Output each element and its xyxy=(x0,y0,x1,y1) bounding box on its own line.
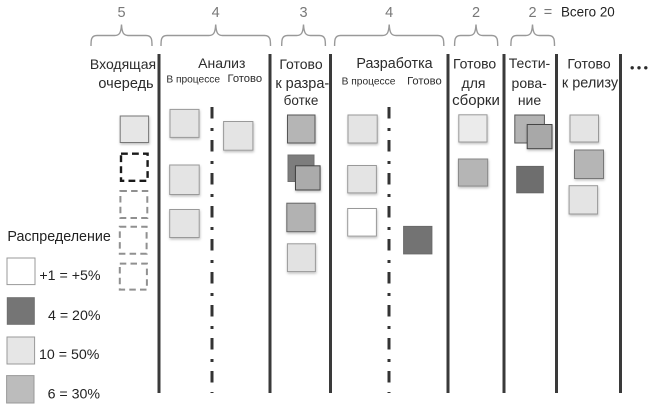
svg-text:ботке: ботке xyxy=(284,93,319,108)
svg-text:Готово: Готово xyxy=(407,75,442,87)
svg-text:Распределение: Распределение xyxy=(7,229,110,245)
svg-text:Готово: Готово xyxy=(453,56,496,72)
svg-text:Всего 20: Всего 20 xyxy=(561,5,615,20)
svg-text:6 = 30%: 6 = 30% xyxy=(48,387,101,403)
svg-text:2: 2 xyxy=(472,5,480,21)
svg-text:ние: ние xyxy=(518,92,542,108)
svg-text:рова-: рова- xyxy=(512,75,548,91)
svg-text:Готово: Готово xyxy=(228,73,263,85)
svg-text:10 = 50%: 10 = 50% xyxy=(39,347,100,363)
svg-text:Готово: Готово xyxy=(567,56,610,72)
svg-text:Анализ: Анализ xyxy=(198,55,245,71)
svg-text:очередь: очередь xyxy=(98,76,153,92)
svg-text:4: 4 xyxy=(385,5,393,21)
svg-text:5: 5 xyxy=(117,5,125,21)
svg-text:сборки: сборки xyxy=(452,92,500,109)
svg-text:=: = xyxy=(544,5,552,21)
svg-text:2: 2 xyxy=(528,5,536,21)
svg-text:4: 4 xyxy=(212,5,220,21)
svg-text:к релизу: к релизу xyxy=(562,76,619,92)
svg-text:4 = 20%: 4 = 20% xyxy=(48,308,101,324)
svg-text:Входящая: Входящая xyxy=(90,56,156,72)
svg-text:для: для xyxy=(462,75,486,91)
svg-text:В процессе: В процессе xyxy=(166,75,220,86)
svg-text:В процессе: В процессе xyxy=(342,76,396,87)
svg-text:к разра-: к разра- xyxy=(275,76,329,92)
svg-text:+1 = +5%: +1 = +5% xyxy=(39,268,101,284)
svg-text:Разработка: Разработка xyxy=(356,56,432,72)
svg-text:Готово: Готово xyxy=(279,56,322,72)
svg-text:Тести-: Тести- xyxy=(509,55,551,71)
svg-text:3: 3 xyxy=(299,5,307,21)
